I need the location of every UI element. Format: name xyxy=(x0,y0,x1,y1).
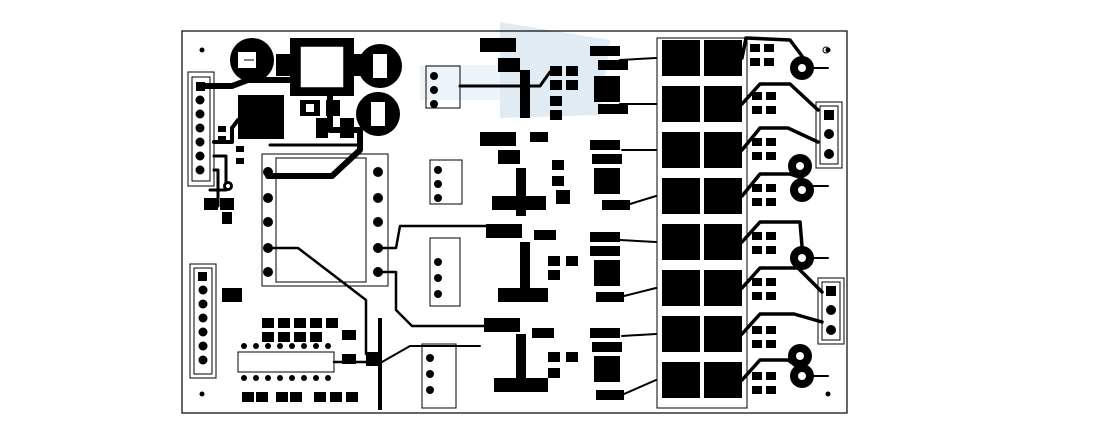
small-smd-cluster-left xyxy=(204,126,244,224)
signal-header xyxy=(189,263,242,379)
board-outline xyxy=(181,30,848,414)
output-terminals xyxy=(788,46,830,388)
mounting-holes xyxy=(199,47,831,397)
driver-channel-4 xyxy=(421,318,624,409)
signal-traces xyxy=(266,224,492,364)
driver-channel-1 xyxy=(425,38,628,120)
driver-channel-3 xyxy=(429,224,624,307)
gate-resistors xyxy=(750,44,776,394)
output-connector-top xyxy=(815,101,843,169)
isolation-transformer xyxy=(261,153,389,287)
output-connector-bottom xyxy=(817,277,845,345)
control-ic xyxy=(237,343,335,381)
electrolytic-cap-right-top: + xyxy=(358,44,402,88)
passive-array-bottom-left xyxy=(242,318,382,410)
electrolytic-cap-left xyxy=(230,38,274,82)
output-traces xyxy=(740,36,829,382)
mosfet-column xyxy=(656,37,748,409)
gate-drive-traces xyxy=(619,57,657,395)
power-mosfet xyxy=(238,95,354,139)
power-header xyxy=(187,71,215,187)
voltage-regulator xyxy=(276,38,368,96)
electrolytic-cap-right-bottom xyxy=(356,92,400,136)
svg-text:+: + xyxy=(368,48,376,59)
driver-channel-2 xyxy=(429,132,630,216)
